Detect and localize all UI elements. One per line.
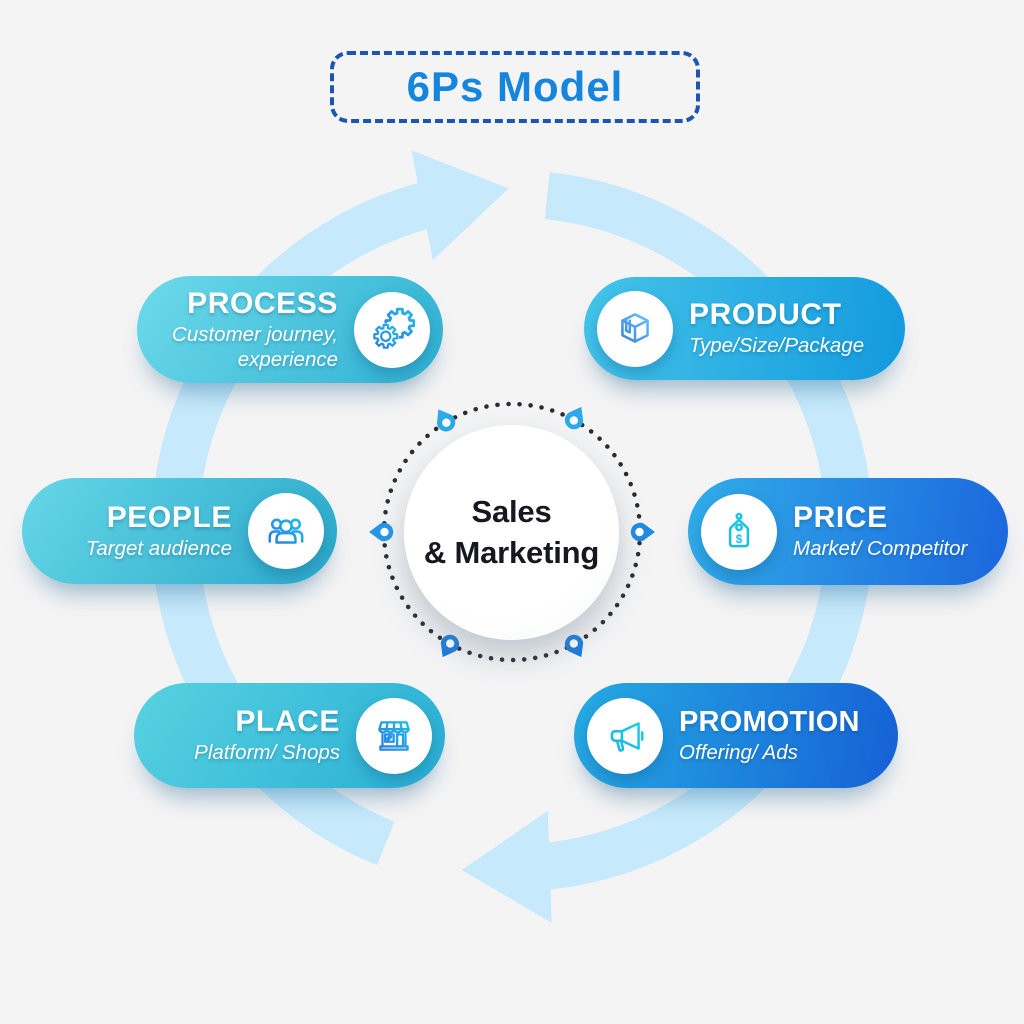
arrow-head-bottom	[461, 810, 552, 923]
center-line1: Sales	[471, 494, 552, 530]
process-icon-circle	[354, 291, 430, 368]
pin-marker	[564, 634, 584, 658]
pill-product-title: PRODUCT	[689, 298, 842, 332]
place-icon-circle	[356, 697, 432, 774]
pill-promotion-text: PROMOTION Offering/ Ads	[679, 706, 872, 765]
price-icon-circle: $	[701, 493, 777, 570]
pill-people: PEOPLE Target audience	[22, 478, 337, 584]
pill-promotion: PROMOTION Offering/ Ads	[574, 683, 898, 788]
arrow-head-top	[411, 150, 509, 261]
center-dotted-ring	[369, 401, 655, 663]
pill-place: PLACE Platform/ Shops	[134, 683, 445, 788]
pin-marker	[440, 634, 460, 658]
pill-process-text: PROCESS Customer journey, experience	[163, 287, 338, 371]
pin-marker	[436, 409, 456, 432]
title-badge: 6Ps Model	[330, 51, 700, 123]
pill-process: PROCESS Customer journey, experience	[137, 276, 443, 383]
product-icon-circle	[597, 290, 673, 367]
pill-people-text: PEOPLE Target audience	[48, 501, 232, 561]
pill-promotion-title: PROMOTION	[679, 705, 860, 738]
center-line2: & Marketing	[423, 534, 600, 570]
pill-product-text: PRODUCT Type/Size/Package	[689, 298, 879, 358]
pin-marker	[369, 522, 394, 542]
pin-marker	[630, 522, 655, 542]
pill-place-text: PLACE Platform/ Shops	[160, 705, 340, 765]
tag-currency-glyph: $	[736, 533, 743, 545]
pill-product: PRODUCT Type/Size/Package	[584, 277, 905, 380]
gears-icon	[372, 307, 415, 349]
center-circle: Sales & Marketing	[404, 425, 619, 640]
people-icon-circle	[248, 493, 324, 569]
pill-promotion-subtitle: Offering/ Ads	[679, 740, 798, 764]
pill-process-subtitle: Customer journey, experience	[172, 323, 338, 371]
pill-people-subtitle: Target audience	[85, 536, 232, 560]
pill-price: $ PRICE Market/ Competitor	[688, 478, 1008, 585]
pin-marker	[564, 406, 584, 430]
box-icon	[621, 312, 649, 343]
page-title: 6Ps Model	[406, 63, 624, 110]
pill-product-subtitle: Type/Size/Package	[689, 334, 865, 358]
megaphone-icon	[610, 721, 644, 752]
pill-price-subtitle: Market/ Competitor	[793, 537, 968, 561]
pill-place-title: PLACE	[235, 705, 340, 739]
pin-markers	[369, 406, 655, 658]
price-tag-icon: $	[728, 512, 750, 547]
people-icon	[268, 518, 304, 544]
pill-price-text: PRICE Market/ Competitor	[793, 501, 982, 561]
pill-price-title: PRICE	[793, 501, 888, 535]
pill-process-title: PROCESS	[187, 287, 338, 321]
pill-place-subtitle: Platform/ Shops	[194, 741, 340, 765]
promotion-icon-circle	[587, 697, 663, 774]
pill-people-title: PEOPLE	[106, 500, 232, 534]
storefront-icon	[378, 720, 410, 751]
